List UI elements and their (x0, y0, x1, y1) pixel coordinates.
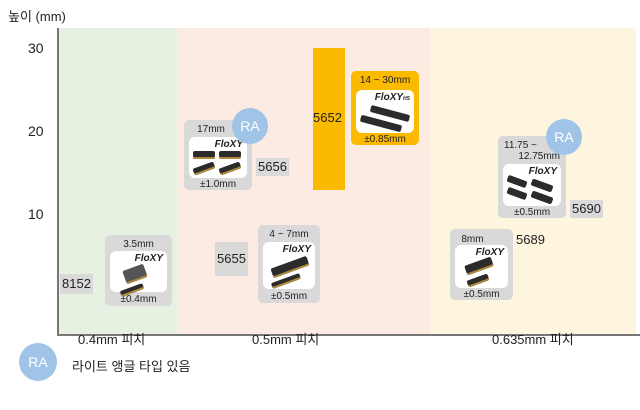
legend-ra-badge: RA (19, 343, 57, 381)
tick-30: 30 (28, 40, 44, 56)
height: 17mm (197, 124, 225, 135)
y-axis (57, 28, 59, 336)
tolerance: ±0.85mm (364, 134, 406, 145)
tolerance: ±0.5mm (270, 291, 308, 302)
tolerance: ±1.0mm (199, 179, 237, 190)
tolerance: ±0.4mm (120, 294, 157, 305)
floxy-logo: FloXY (214, 139, 243, 150)
product-image: FloXYHS (356, 90, 414, 133)
height: 3.5mm (123, 239, 154, 250)
product-card-8152[interactable]: 3.5mm FloXY ±0.4mm (105, 235, 172, 306)
floxy-logo: FloXY (282, 244, 311, 255)
brand-sub: HS (403, 96, 410, 102)
tick-20: 20 (28, 123, 44, 139)
height: 4 ~ 7mm (269, 229, 309, 240)
product-label-5655[interactable]: 5655 (215, 242, 248, 276)
height-line2: 12.75mm (518, 151, 560, 162)
pitch-label-04: 0.4mm 피치 (78, 332, 146, 347)
tolerance: ±0.5mm (513, 207, 551, 218)
product-card-5656[interactable]: 17mm FloXY ±1.0mm (184, 120, 252, 190)
legend-text: 라이트 앵글 타입 있음 (72, 359, 191, 374)
product-card-5690[interactable]: 11.75 ~ 12.75mm FloXY ±0.5mm (498, 136, 566, 218)
tick-10: 10 (28, 206, 44, 222)
product-image: FloXY (189, 137, 247, 178)
product-image: FloXY (503, 164, 561, 206)
product-label-5689[interactable]: 5689 (516, 232, 545, 247)
product-card-5655[interactable]: 4 ~ 7mm FloXY ±0.5mm (258, 225, 320, 303)
height: 8mm (461, 234, 484, 245)
product-range-bar-5652[interactable] (313, 48, 345, 190)
ra-badge-5656: RA (232, 108, 268, 144)
floxy-logo: FloXY (134, 253, 163, 264)
product-card-5652[interactable]: 14 ~ 30mm FloXYHS ±0.85mm (351, 71, 419, 145)
tolerance: ±0.5mm (463, 289, 500, 300)
ra-badge-5690: RA (546, 119, 582, 155)
product-label-5656[interactable]: 5656 (256, 158, 289, 176)
product-label-5652[interactable]: 5652 (313, 110, 342, 125)
product-image: FloXY (263, 242, 315, 289)
product-label-5690[interactable]: 5690 (570, 200, 603, 218)
pitch-label-05: 0.5mm 피치 (252, 332, 320, 347)
product-card-5689[interactable]: 8mm FloXY ±0.5mm (450, 229, 513, 300)
floxy-logo: FloXYHS (375, 92, 410, 103)
height-line1: 11.75 ~ (504, 140, 537, 151)
floxy-logo: FloXY (528, 166, 557, 177)
x-axis (57, 334, 640, 336)
pitch-label-0635: 0.635mm 피치 (492, 332, 574, 347)
y-axis-title: 높이 (mm) (8, 9, 66, 24)
product-label-8152[interactable]: 8152 (60, 274, 93, 294)
height: 14 ~ 30mm (359, 75, 411, 86)
brand: FloXY (374, 92, 404, 103)
floxy-logo: FloXY (475, 247, 504, 258)
product-image: FloXY (110, 251, 167, 297)
product-image: FloXY (455, 245, 508, 288)
